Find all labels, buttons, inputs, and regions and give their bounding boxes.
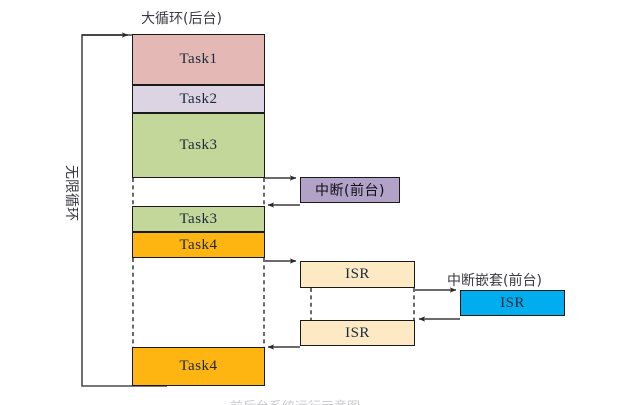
task-block-label: Task1 xyxy=(179,51,218,67)
isr-block-upper[interactable]: ISR xyxy=(300,261,415,288)
task-block-label: Task2 xyxy=(179,90,218,107)
task-block-task4-second[interactable]: Task4 xyxy=(132,347,265,386)
isr-block-lower[interactable]: ISR xyxy=(300,320,415,346)
background-column-title: 大循环(后台) xyxy=(141,11,222,27)
task-block-label: Task4 xyxy=(179,358,218,374)
isr-block-label: ISR xyxy=(500,294,525,311)
task-block-label: Task4 xyxy=(179,236,218,253)
isr-block-nested[interactable]: ISR xyxy=(460,290,565,316)
diagram-caption: 前后台系统运行示意图 xyxy=(230,396,360,405)
task-block-task1[interactable]: Task1 xyxy=(132,34,265,85)
isr-block-label: ISR xyxy=(345,324,370,341)
task-block-task3-second[interactable]: Task3 xyxy=(132,206,265,232)
task-block-task4-first[interactable]: Task4 xyxy=(132,232,265,258)
nested-interrupt-title: 中断嵌套(前台) xyxy=(447,273,542,289)
isr-block-label: ISR xyxy=(345,266,370,282)
task-block-task3-first[interactable]: Task3 xyxy=(132,113,265,178)
task-block-label: Task3 xyxy=(179,137,218,153)
task-block-task2[interactable]: Task2 xyxy=(132,85,265,113)
infinite-loop-label: 无限循环 xyxy=(63,165,79,221)
interrupt-block[interactable]: 中断(前台) xyxy=(300,177,400,203)
task-block-label: Task3 xyxy=(179,210,218,227)
interrupt-block-label: 中断(前台) xyxy=(315,183,385,199)
